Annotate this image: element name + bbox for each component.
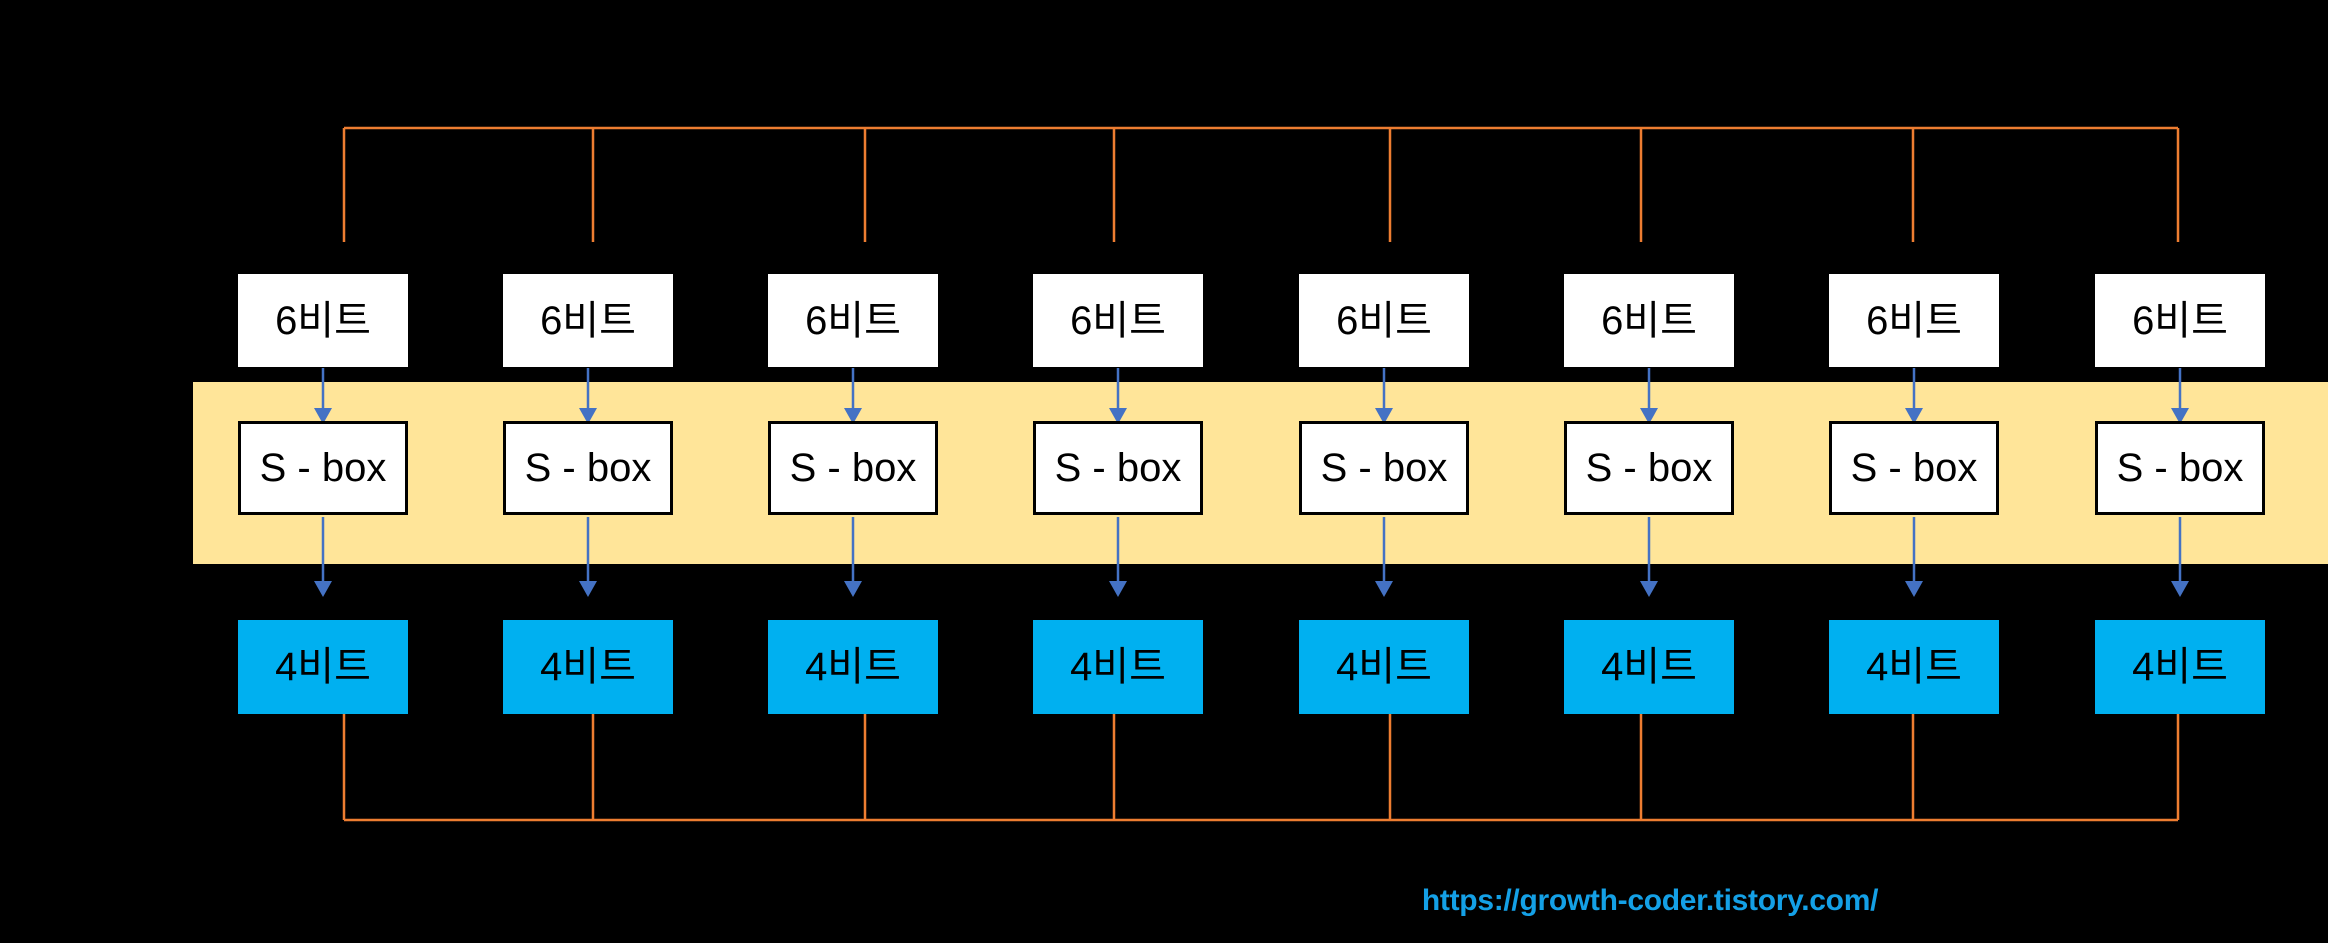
output-bits-box: 4비트: [503, 620, 673, 714]
sbox-box: S - box: [768, 421, 938, 515]
input-bits-box: 6비트: [1564, 274, 1734, 367]
column-6: 6비트 S - box 4비트: [1564, 0, 1734, 943]
input-bits-box: 6비트: [1299, 274, 1469, 367]
output-bits-box: 4비트: [1033, 620, 1203, 714]
sbox-label: S - box: [789, 446, 917, 490]
output-bits-box: 4비트: [2095, 620, 2265, 714]
output-bits-label: 4비트: [1336, 645, 1432, 689]
input-bits-box: 6비트: [238, 274, 408, 367]
output-bits-label: 4비트: [1866, 645, 1962, 689]
output-bits-box: 4비트: [1299, 620, 1469, 714]
column-3: 6비트 S - box 4비트: [768, 0, 938, 943]
sbox-label: S - box: [2116, 446, 2244, 490]
output-bits-box: 4비트: [1564, 620, 1734, 714]
input-bits-label: 6비트: [2132, 298, 2228, 343]
column-7: 6비트 S - box 4비트: [1829, 0, 1999, 943]
output-bits-label: 4비트: [540, 645, 636, 689]
input-bits-label: 6비트: [1070, 298, 1166, 343]
sbox-box: S - box: [238, 421, 408, 515]
input-bits-box: 6비트: [2095, 274, 2265, 367]
output-bits-label: 4비트: [1601, 645, 1697, 689]
input-bits-label: 6비트: [1601, 298, 1697, 343]
input-bits-label: 6비트: [275, 298, 371, 343]
column-2: 6비트 S - box 4비트: [503, 0, 673, 943]
output-bits-label: 4비트: [1070, 645, 1166, 689]
sbox-box: S - box: [1564, 421, 1734, 515]
input-bits-box: 6비트: [503, 274, 673, 367]
input-bits-box: 6비트: [768, 274, 938, 367]
sbox-box: S - box: [503, 421, 673, 515]
column-4: 6비트 S - box 4비트: [1033, 0, 1203, 943]
column-8: 6비트 S - box 4비트: [2095, 0, 2265, 943]
column-1: 6비트 S - box 4비트: [238, 0, 408, 943]
sbox-label: S - box: [1585, 446, 1713, 490]
column-5: 6비트 S - box 4비트: [1299, 0, 1469, 943]
watermark-url: https://growth-coder.tistory.com/: [1421, 884, 1879, 917]
output-bits-label: 4비트: [805, 645, 901, 689]
sbox-label: S - box: [259, 446, 387, 490]
input-bits-box: 6비트: [1033, 274, 1203, 367]
output-bits-label: 4비트: [275, 645, 371, 689]
sbox-box: S - box: [1299, 421, 1469, 515]
input-bits-label: 6비트: [1866, 298, 1962, 343]
sbox-box: S - box: [1033, 421, 1203, 515]
output-bits-label: 4비트: [2132, 645, 2228, 689]
input-bits-label: 6비트: [805, 298, 901, 343]
output-bits-box: 4비트: [238, 620, 408, 714]
sbox-label: S - box: [1850, 446, 1978, 490]
output-bits-box: 4비트: [1829, 620, 1999, 714]
input-bits-label: 6비트: [540, 298, 636, 343]
sbox-label: S - box: [1320, 446, 1448, 490]
output-bits-box: 4비트: [768, 620, 938, 714]
sbox-box: S - box: [1829, 421, 1999, 515]
sbox-box: S - box: [2095, 421, 2265, 515]
input-bits-label: 6비트: [1336, 298, 1432, 343]
sbox-label: S - box: [524, 446, 652, 490]
input-bits-box: 6비트: [1829, 274, 1999, 367]
sbox-label: S - box: [1054, 446, 1182, 490]
